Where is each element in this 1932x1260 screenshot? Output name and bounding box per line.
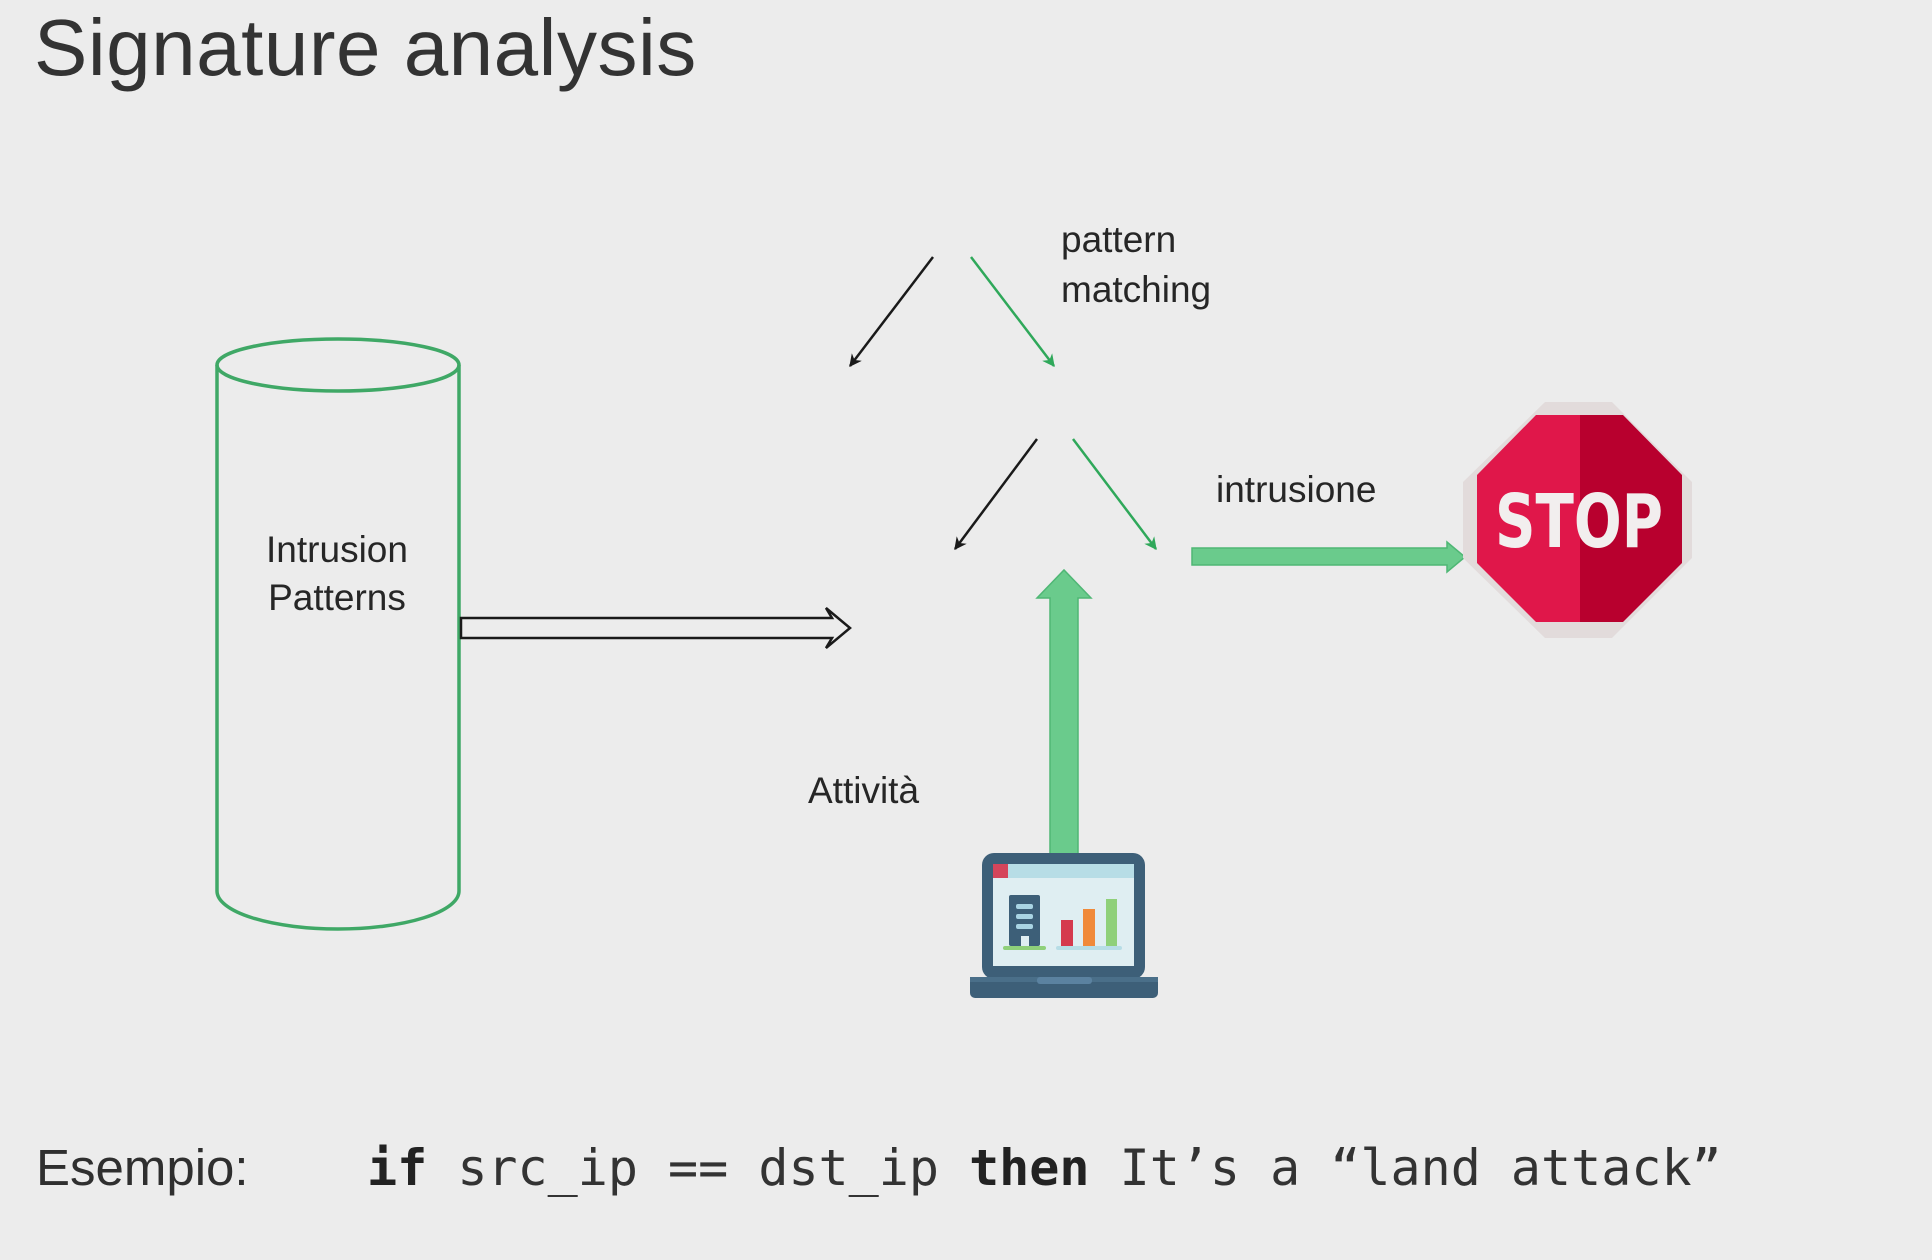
intrusione-arrow-icon xyxy=(1191,540,1467,574)
example-code: if src_ip == dst_ip then It’s a “land at… xyxy=(367,1139,1722,1197)
laptop-dashboard-icon xyxy=(970,853,1158,998)
stop-sign-icon: STOP xyxy=(1463,402,1692,638)
stop-sign-text: STOP xyxy=(1495,479,1663,565)
arrow-black-top-icon xyxy=(849,256,934,367)
arrow-green-bottom-icon xyxy=(1072,438,1157,550)
database-label-line2: Patterns xyxy=(268,577,406,618)
code-result: It’s a “land attack” xyxy=(1089,1139,1722,1197)
database-cylinder-icon xyxy=(215,337,461,931)
code-keyword-then: then xyxy=(969,1139,1090,1197)
pattern-matching-arrows xyxy=(849,256,1157,551)
slide-title: Signature analysis xyxy=(34,3,697,92)
activity-label: Attività xyxy=(808,770,919,811)
intrusion-patterns-database: Intrusion Patterns xyxy=(215,337,461,931)
code-keyword-if: if xyxy=(367,1139,428,1197)
pattern-matching-label-line1: pattern xyxy=(1061,219,1176,260)
arrow-green-top-icon xyxy=(970,256,1055,367)
database-label-line1: Intrusion xyxy=(266,529,408,570)
arrow-black-bottom-icon xyxy=(953,438,1039,551)
example-label: Esempio: xyxy=(36,1139,249,1196)
code-condition: src_ip == dst_ip xyxy=(427,1139,970,1197)
pattern-matching-label-line2: matching xyxy=(1061,269,1211,310)
example-row: Esempio: if src_ip == dst_ip then It’s a … xyxy=(36,1138,1722,1197)
hollow-arrow-icon xyxy=(459,607,852,649)
intrusione-label: intrusione xyxy=(1216,469,1376,510)
activity-arrow-icon xyxy=(1035,568,1093,857)
